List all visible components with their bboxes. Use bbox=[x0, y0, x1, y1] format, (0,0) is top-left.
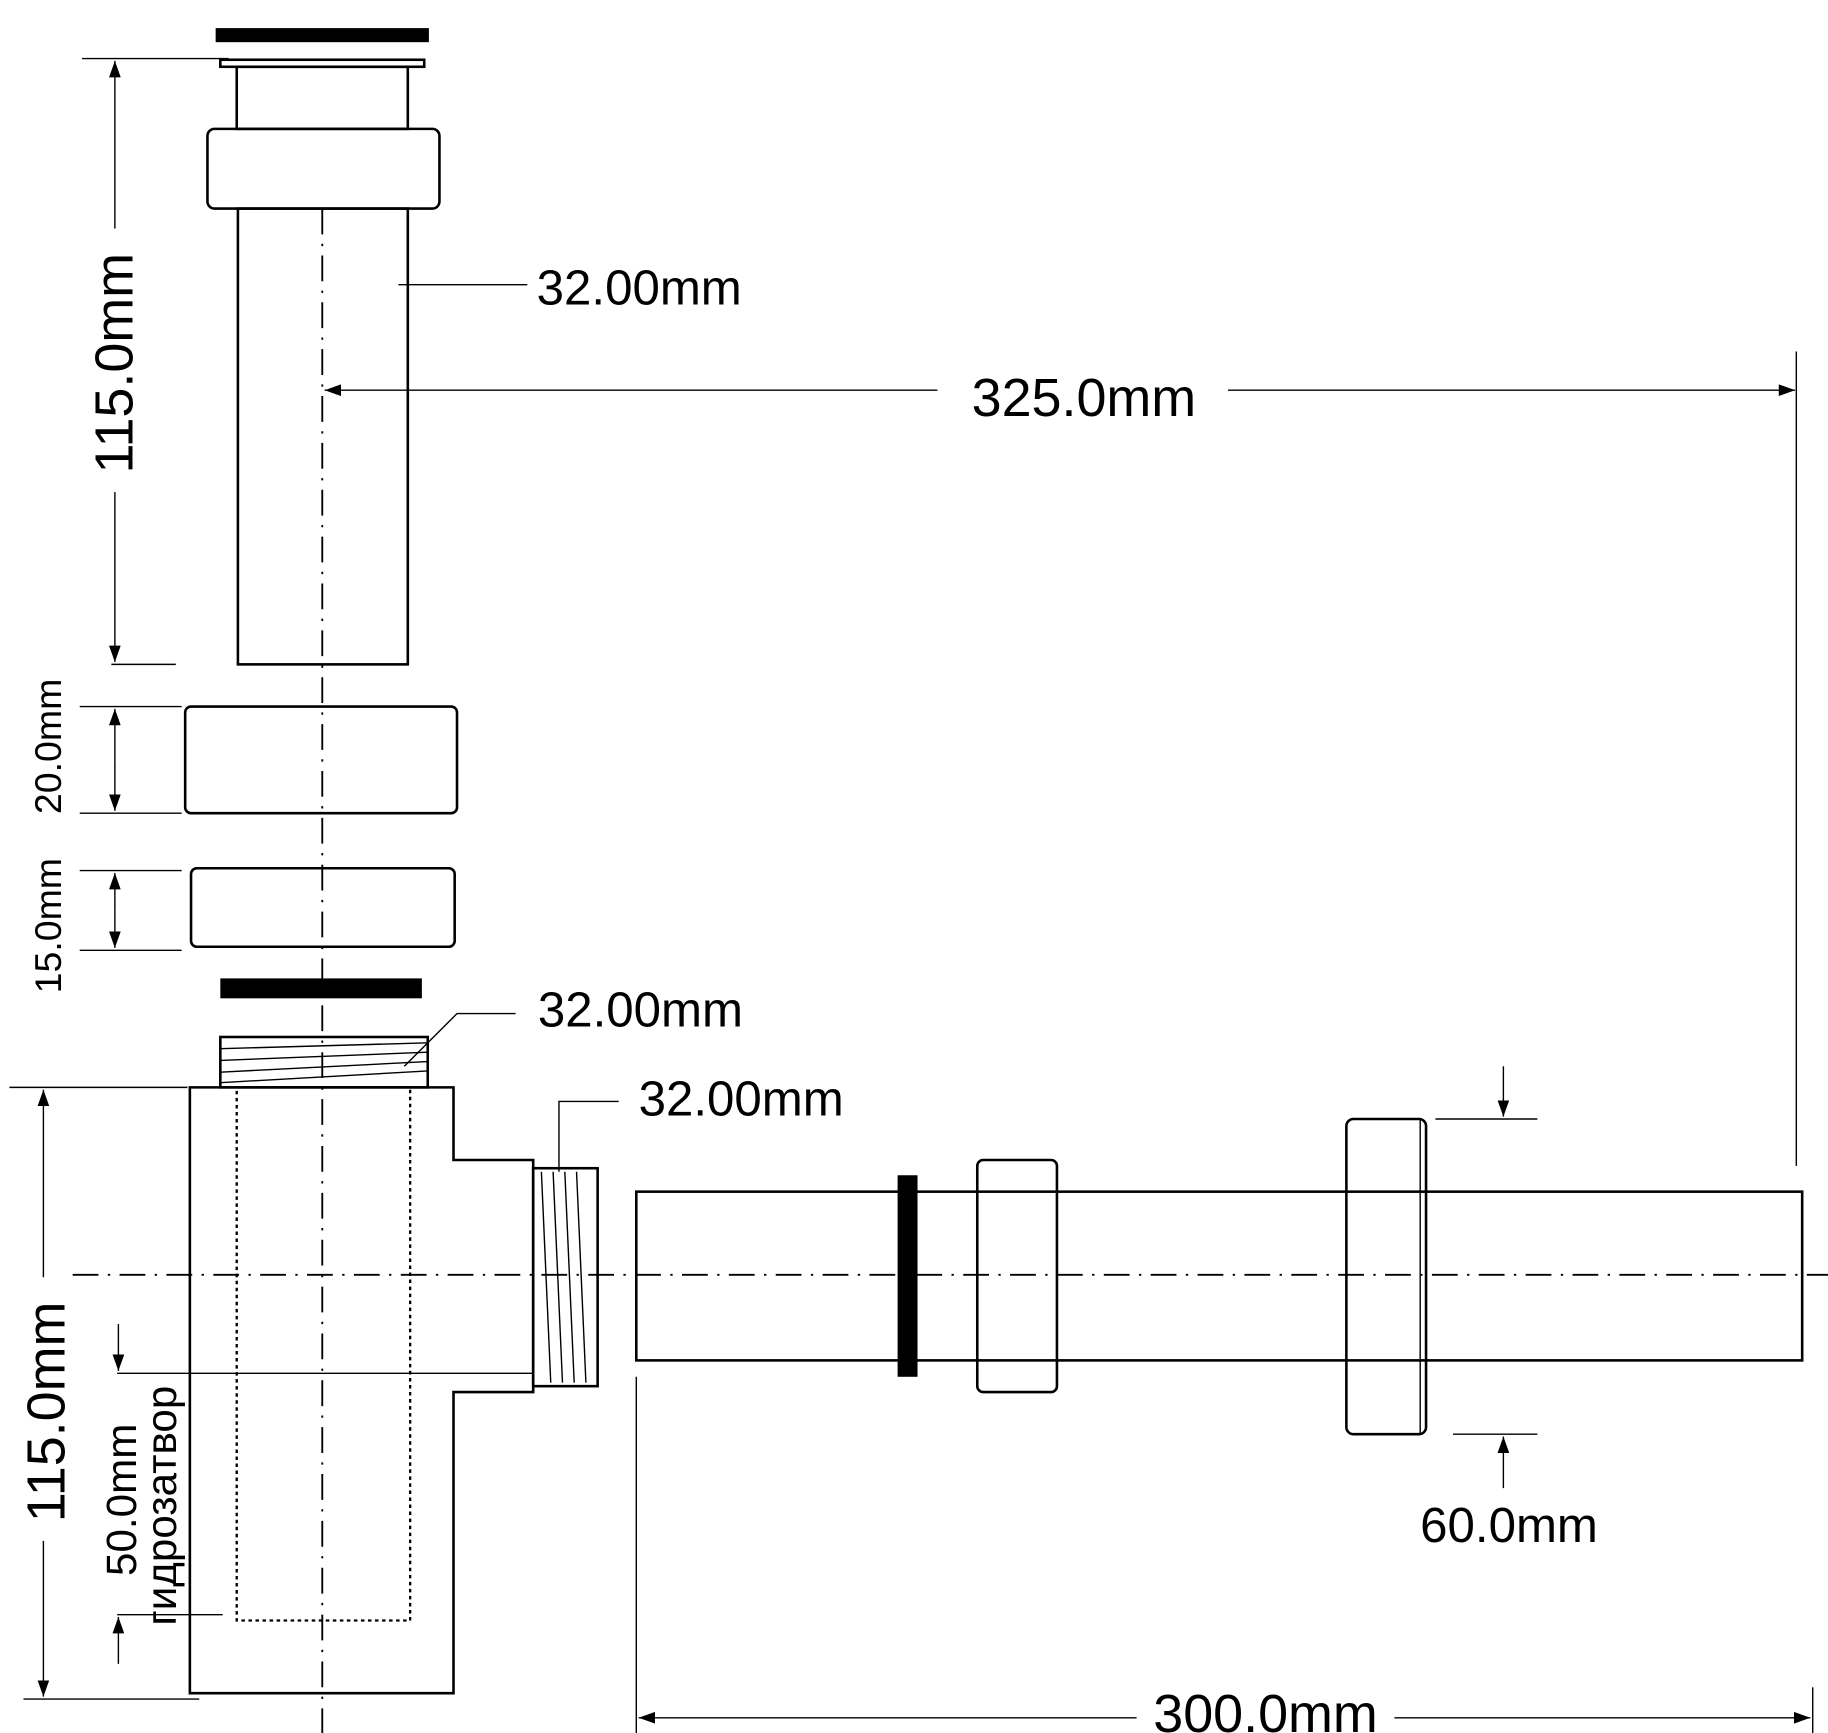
body-height-label: 115.0mm bbox=[16, 1302, 76, 1523]
top-thread-diameter-label: 32.00mm bbox=[538, 982, 743, 1037]
inner-tube bbox=[235, 1086, 412, 1622]
side-thread-diameter-label: 32.00mm bbox=[639, 1071, 844, 1126]
total-depth-label: 325.0mm bbox=[972, 368, 1197, 428]
drain-plug bbox=[206, 28, 441, 666]
outlet-seal bbox=[897, 1175, 918, 1377]
wall-flange bbox=[1345, 1117, 1428, 1436]
top-pipe-diameter-label: 32.00mm bbox=[537, 261, 742, 316]
outlet-pipe-length-label: 300.0mm bbox=[1153, 1684, 1378, 1733]
nut-height-label: 20.0mm bbox=[27, 679, 69, 814]
water-seal-caption: гидрозатвор bbox=[138, 1386, 185, 1626]
water-seal-label: 50.0mm bbox=[98, 1424, 145, 1576]
outlet-pipe bbox=[635, 1190, 1804, 1362]
flange-diameter-label: 60.0mm bbox=[1420, 1498, 1598, 1553]
top-pipe-length-label: 115.0mm bbox=[84, 253, 144, 474]
outlet-nut bbox=[975, 1158, 1059, 1394]
side-thread bbox=[531, 1166, 599, 1388]
ring-height-label: 15.0mm bbox=[27, 858, 69, 993]
cap-nut bbox=[183, 705, 459, 815]
trap-body bbox=[188, 1086, 535, 1695]
washer bbox=[220, 978, 422, 999]
ring bbox=[189, 866, 456, 949]
top-thread bbox=[219, 1035, 430, 1089]
